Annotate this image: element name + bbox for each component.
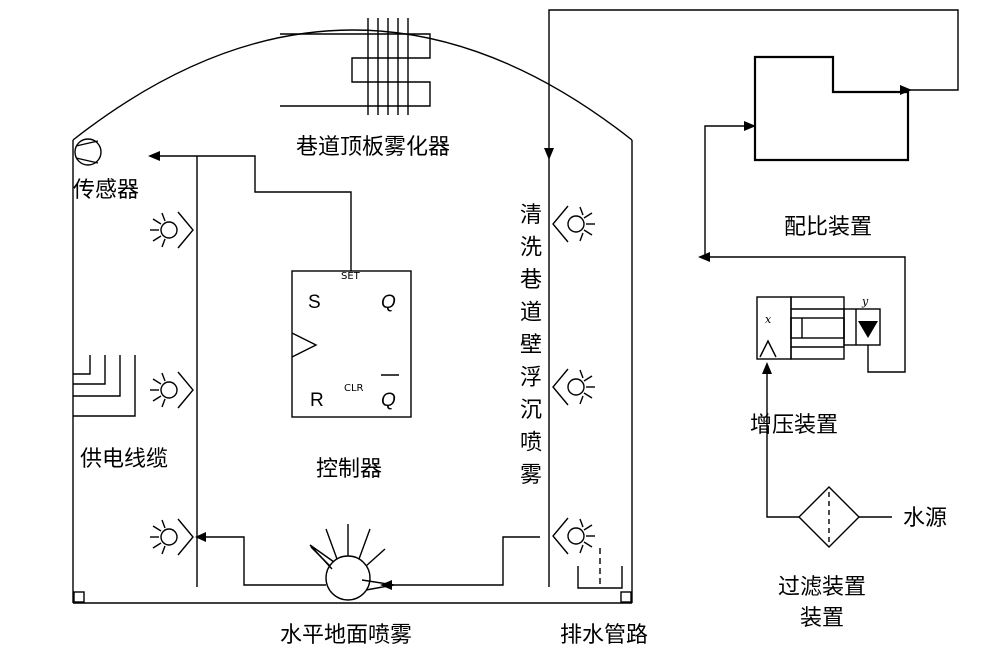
wash-spray-char: 洗	[520, 236, 542, 261]
right-nozzle-3	[552, 517, 595, 555]
ratio-feed-line	[700, 125, 745, 258]
controller-flipflop: S R Q Q SET CLR	[291, 270, 412, 418]
pump-x: x	[765, 313, 772, 326]
wash-spray-char: 巷	[520, 268, 542, 293]
drain-pipe	[577, 548, 623, 589]
control-signal-arrow	[148, 151, 160, 161]
pump-y: y	[861, 295, 869, 308]
ratio-device-label: 配比装置	[784, 215, 872, 240]
booster-to-ratio-line	[710, 256, 906, 373]
control-signal-line	[160, 155, 352, 271]
power-cable-label: 供电线缆	[80, 447, 168, 472]
ratio-input-arrow	[900, 85, 912, 95]
booster-to-ratio-arrow	[698, 252, 710, 262]
filter-to-booster-line	[766, 372, 799, 518]
wash-spray-char: 清	[520, 203, 542, 228]
water-source-label: 水源	[903, 506, 947, 531]
right-supply-arrow	[544, 148, 554, 160]
drain-label: 排水管路	[560, 623, 648, 648]
filter-device	[798, 486, 860, 548]
wash-spray-char: 浮	[520, 366, 542, 391]
left-nozzle-1	[150, 211, 194, 249]
right-supply-pipe	[548, 9, 959, 587]
filter-to-booster-arrow	[762, 362, 772, 374]
ground-pipe-right	[394, 536, 540, 586]
booster-pump: x y	[756, 295, 881, 360]
sensor-icon	[74, 138, 102, 166]
left-nozzle-2	[150, 371, 194, 409]
flipflop-clr: CLR	[344, 383, 364, 394]
ground-pipe-left	[205, 536, 326, 586]
flipflop-qbar: Q	[381, 390, 396, 411]
wash-spray-char: 雾	[520, 463, 542, 488]
wash-spray-char: 沉	[520, 398, 542, 423]
flipflop-r: R	[310, 390, 324, 411]
tunnel-arch	[72, 29, 633, 141]
ratio-device-box	[753, 55, 910, 162]
atomizer-label: 巷道顶板雾化器	[296, 135, 450, 160]
wash-spray-char: 道	[520, 301, 542, 326]
sensor-label: 传感器	[73, 178, 139, 203]
wash-spray-char: 喷	[520, 431, 542, 456]
floor-corner-right	[620, 591, 632, 603]
flipflop-s: S	[308, 292, 321, 313]
ground-pipe-left-arrow	[195, 532, 206, 542]
filter-label-line1: 过滤装置	[778, 575, 866, 600]
filter-label-line2: 装置	[800, 606, 844, 631]
flipflop-q: Q	[381, 292, 396, 313]
controller-label: 控制器	[316, 457, 382, 482]
ground-spray-label: 水平地面喷雾	[280, 623, 412, 648]
ground-pipe-right-arrow	[380, 580, 392, 590]
ground-spray-nozzle	[309, 524, 395, 601]
right-nozzle-1	[552, 205, 595, 243]
flipflop-set: SET	[341, 271, 361, 282]
roof-atomizer-grid	[280, 18, 431, 115]
ratio-feed-arrow	[744, 121, 756, 131]
power-cables	[73, 355, 136, 417]
tunnel-outline	[72, 29, 633, 604]
left-nozzle-3	[150, 518, 194, 556]
right-nozzle-2	[552, 368, 595, 406]
floor-corner-left	[73, 591, 85, 603]
sensor	[74, 138, 102, 166]
wash-spray-char: 壁	[520, 333, 542, 358]
booster-label: 增压装置	[750, 413, 838, 438]
